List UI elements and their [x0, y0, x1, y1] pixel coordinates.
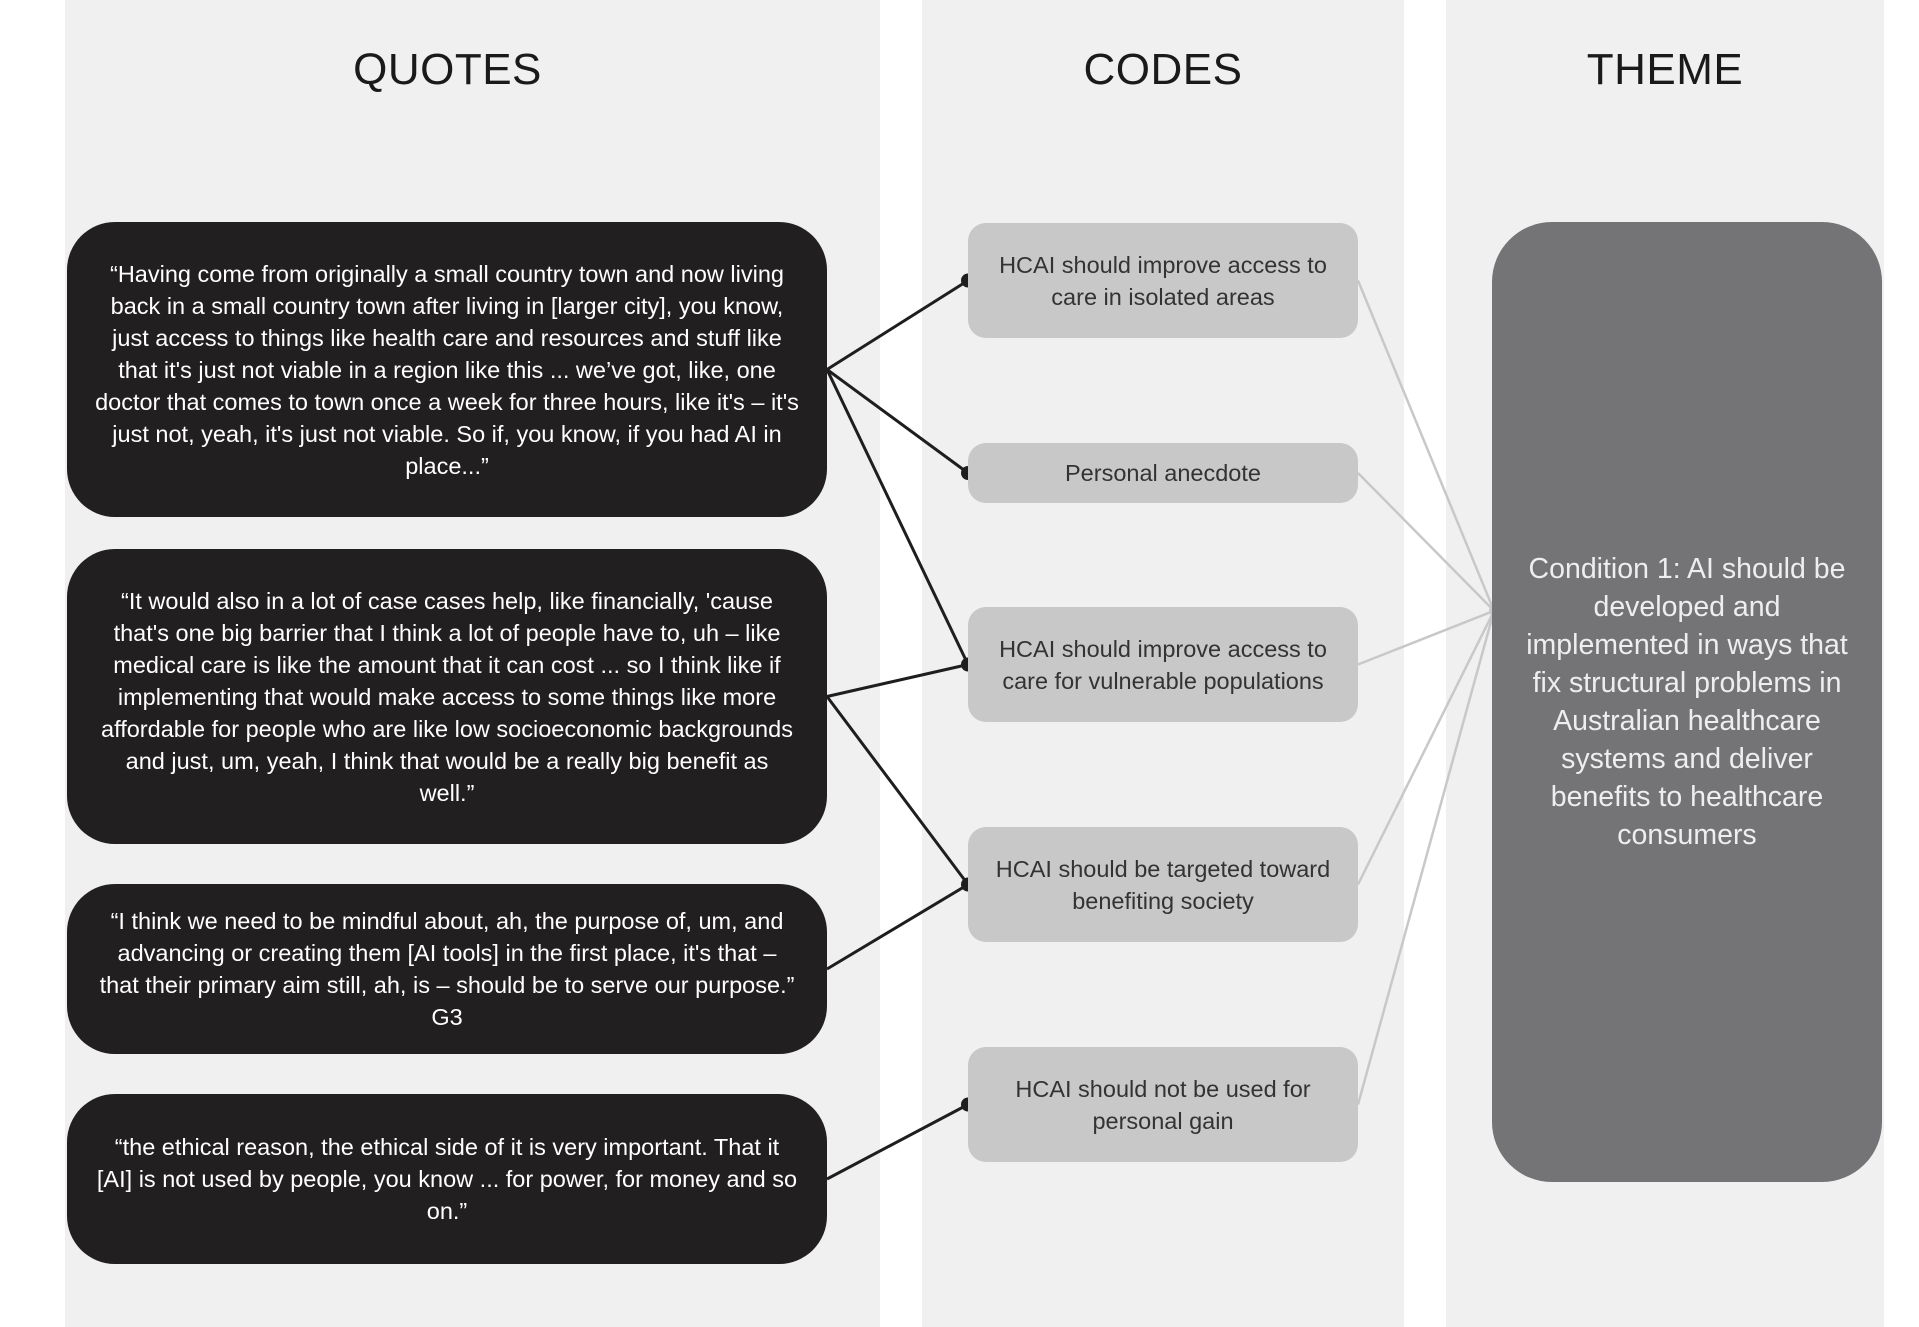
quote-code-link — [826, 368, 969, 475]
quote-box: “the ethical reason, the ethical side of… — [67, 1094, 827, 1264]
code-box: HCAI should not be used for personal gai… — [968, 1047, 1358, 1162]
code-theme-link — [1356, 610, 1496, 1105]
code-box: Personal anecdote — [968, 443, 1358, 503]
quote-box: “Having come from originally a small cou… — [67, 222, 827, 517]
code-box: HCAI should improve access to care in is… — [968, 223, 1358, 338]
quote-code-link — [825, 368, 970, 666]
quote-code-link — [826, 883, 969, 971]
codes-header: CODES — [1083, 45, 1243, 94]
code-theme-link — [1356, 280, 1496, 612]
quote-code-link — [826, 663, 969, 698]
quote-code-link — [826, 1103, 969, 1181]
code-theme-link — [1357, 472, 1495, 612]
quote-code-link — [826, 279, 969, 371]
code-box: HCAI should be targeted toward benefitin… — [968, 827, 1358, 942]
quote-box: “It would also in a lot of case cases he… — [67, 549, 827, 844]
quotes-header: QUOTES — [353, 45, 542, 94]
code-theme-link — [1356, 610, 1496, 886]
quote-code-link — [825, 695, 970, 886]
theme-header: THEME — [1586, 45, 1744, 94]
quote-box: “I think we need to be mindful about, ah… — [67, 884, 827, 1054]
theme-box: Condition 1: AI should be developed and … — [1492, 222, 1882, 1182]
code-box: HCAI should improve access to care for v… — [968, 607, 1358, 722]
code-theme-link — [1357, 609, 1495, 666]
